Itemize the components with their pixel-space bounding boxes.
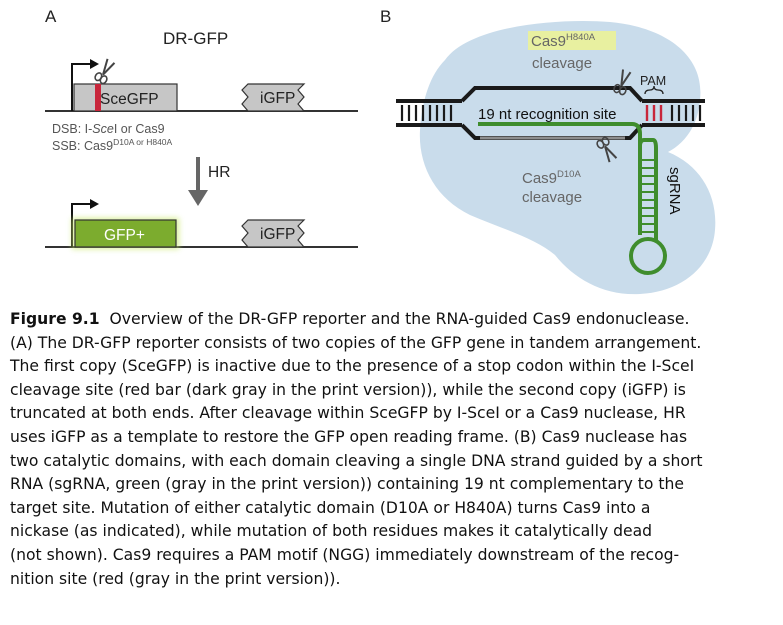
caption-line: The first copy (SceGFP) is inactive due … bbox=[10, 357, 695, 376]
isce-cut-site bbox=[95, 84, 101, 111]
promoter-arrowhead-top bbox=[90, 59, 99, 69]
igfp-box-bottom: iGFP bbox=[241, 219, 306, 248]
caption-line: (A) The DR-GFP reporter consists of two … bbox=[10, 333, 702, 352]
caption-line: nition site (red (gray in the print vers… bbox=[10, 569, 341, 588]
figure-9-1: A DR-GFP SceGFP iGFP DSB: I-SceI or Cas9… bbox=[45, 7, 716, 295]
recognition-site-label: 19 nt recognition site bbox=[478, 106, 616, 123]
scissors-icon bbox=[94, 58, 116, 85]
sgrna-label: sgRNA bbox=[666, 167, 683, 215]
caption-line: RNA (sgRNA, green (gray in the print ver… bbox=[10, 475, 684, 494]
gfp-plus-label: GFP+ bbox=[104, 227, 145, 244]
caption-line: target site. Mutation of either catalyti… bbox=[10, 498, 651, 517]
igfp-label-top: iGFP bbox=[260, 90, 295, 107]
scegfp-box bbox=[73, 83, 178, 112]
figure-caption: Figure 9.1 Overview of the DR-GFP report… bbox=[10, 308, 778, 591]
promoter-arrow-top bbox=[71, 63, 90, 111]
ssb-label: SSB: Cas9D10A or H840A bbox=[52, 137, 173, 153]
hr-arrow-head bbox=[188, 190, 208, 206]
caption-line: truncated at both ends. After cleavage w… bbox=[10, 404, 686, 423]
caption-line: uses iGFP as a template to restore the G… bbox=[10, 427, 688, 446]
cleavage-top-label: cleavage bbox=[532, 55, 592, 72]
cas9-h840a-label: Cas9H840A bbox=[531, 32, 596, 50]
caption-line: (not shown). Cas9 requires a PAM motif (… bbox=[10, 545, 680, 564]
scegfp-label: SceGFP bbox=[100, 91, 159, 108]
cas9-d10a-label: Cas9D10A bbox=[522, 169, 581, 187]
caption-title: Figure 9.1 bbox=[10, 310, 100, 328]
igfp-box-top: iGFP bbox=[241, 83, 306, 112]
scissors-icon-b-top bbox=[613, 69, 632, 96]
panel-b: B Cas9H840A cleavage bbox=[380, 7, 716, 295]
caption-line: cleavage site (red bar (dark gray in the… bbox=[10, 380, 686, 399]
caption-line: nickase (as indicated), while mutation o… bbox=[10, 522, 653, 541]
pam-brace bbox=[644, 85, 664, 95]
highlight-h840a bbox=[528, 31, 616, 50]
panel-b-label: B bbox=[380, 7, 391, 26]
igfp-label-bottom: iGFP bbox=[260, 226, 295, 243]
dna-duplex bbox=[396, 86, 705, 140]
pam-label: PAM bbox=[640, 74, 666, 88]
caption-line-1-text: Overview of the DR-GFP reporter and the … bbox=[109, 310, 690, 328]
dsb-label: DSB: I-SceI or Cas9 bbox=[52, 122, 165, 136]
cleavage-bottom-label: cleavage bbox=[522, 189, 582, 206]
promoter-arrowhead-bottom bbox=[90, 199, 99, 209]
sgrna-scaffold bbox=[629, 122, 667, 275]
dr-gfp-title: DR-GFP bbox=[163, 29, 228, 48]
panel-a: A DR-GFP SceGFP iGFP DSB: I-SceI or Cas9… bbox=[45, 7, 358, 249]
panel-a-label: A bbox=[45, 7, 57, 26]
gfp-plus-box bbox=[74, 219, 177, 248]
hr-label: HR bbox=[208, 164, 230, 181]
caption-line: two catalytic domains, with each domain … bbox=[10, 451, 703, 470]
scissors-icon-b-bottom bbox=[596, 136, 618, 163]
caption-line-1: Figure 9.1 Overview of the DR-GFP report… bbox=[10, 308, 778, 332]
